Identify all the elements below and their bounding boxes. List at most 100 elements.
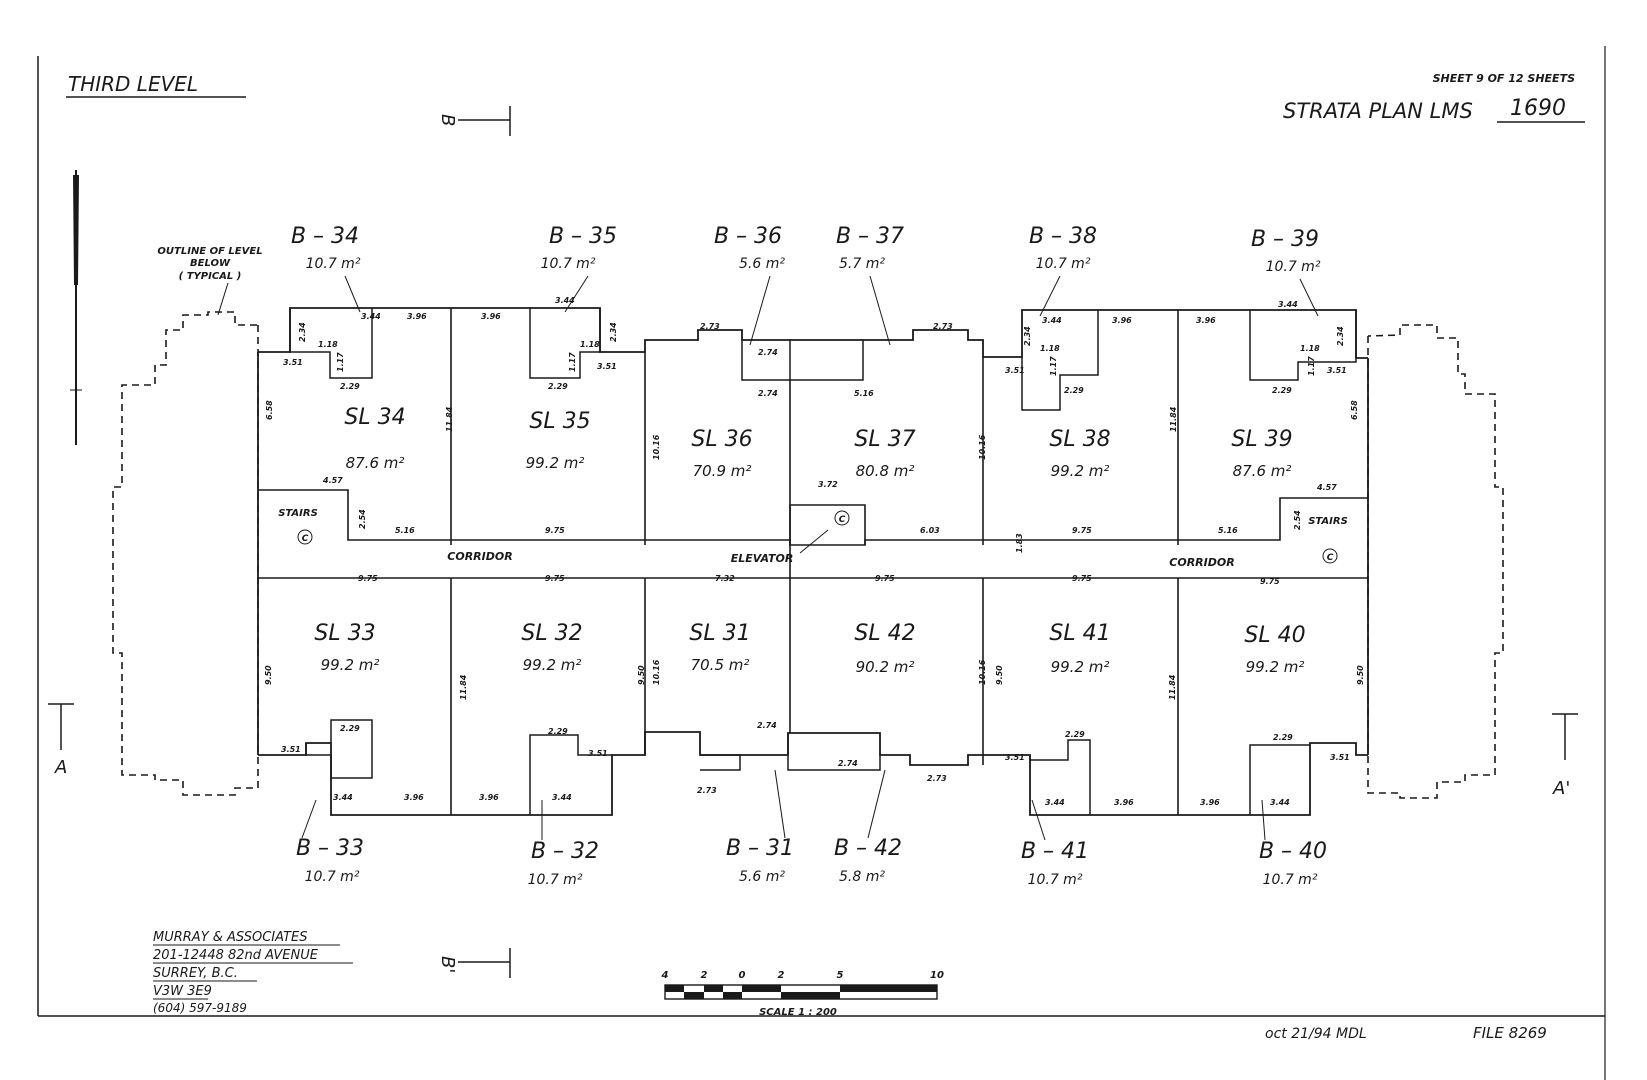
stairs-label-left: STAIRS xyxy=(278,508,318,519)
svg-text:SL 41: SL 41 xyxy=(1049,621,1110,646)
svg-text:80.8 m²: 80.8 m² xyxy=(856,462,915,480)
balcony-b35: B – 35 10.7 m² xyxy=(541,224,617,313)
svg-text:70.9 m²: 70.9 m² xyxy=(693,462,752,480)
svg-text:B – 38: B – 38 xyxy=(1029,224,1097,249)
svg-text:3.51: 3.51 xyxy=(597,362,617,371)
svg-text:1.18: 1.18 xyxy=(1040,344,1060,353)
svg-text:99.2 m²: 99.2 m² xyxy=(526,454,585,472)
corridor-label-left: CORRIDOR xyxy=(447,550,512,563)
balcony-outlines-top xyxy=(289,308,1357,411)
svg-text:B – 32: B – 32 xyxy=(531,839,599,864)
svg-text:3.96: 3.96 xyxy=(1114,798,1134,807)
svg-text:3.44: 3.44 xyxy=(552,793,572,802)
svg-text:5.7 m²: 5.7 m² xyxy=(839,256,885,272)
balcony-b38: B – 38 10.7 m² xyxy=(1029,224,1097,317)
svg-text:2.73: 2.73 xyxy=(700,322,720,331)
svg-text:B – 33: B – 33 xyxy=(296,836,364,861)
svg-text:3.44: 3.44 xyxy=(1042,316,1062,325)
outline-level-below-right xyxy=(1367,324,1504,799)
svg-text:3.51: 3.51 xyxy=(588,749,608,758)
svg-text:10.7 m²: 10.7 m² xyxy=(305,869,360,885)
svg-text:99.2 m²: 99.2 m² xyxy=(321,656,380,674)
svg-text:3.96: 3.96 xyxy=(1196,316,1216,325)
svg-text:2.29: 2.29 xyxy=(548,727,568,736)
svg-text:3.44: 3.44 xyxy=(333,793,353,802)
lot-sl35: SL 35 99.2 m² xyxy=(526,409,591,472)
svg-text:3.44: 3.44 xyxy=(1270,798,1290,807)
svg-text:2.74: 2.74 xyxy=(758,389,778,398)
svg-text:SL 42: SL 42 xyxy=(854,621,915,646)
svg-text:3.44: 3.44 xyxy=(1278,300,1298,309)
lot-sl41: SL 41 99.2 m² xyxy=(1049,621,1110,676)
outline-note-3: ( TYPICAL ) xyxy=(179,271,242,282)
section-mark-b-bottom: B' xyxy=(437,948,511,978)
svg-text:1.17: 1.17 xyxy=(568,352,577,372)
svg-text:2.29: 2.29 xyxy=(1064,386,1084,395)
svg-text:2: 2 xyxy=(778,970,785,981)
svg-text:9.75: 9.75 xyxy=(545,526,565,535)
svg-text:6.03: 6.03 xyxy=(920,526,940,535)
svg-text:2.54: 2.54 xyxy=(358,509,367,529)
plan-number: 1690 xyxy=(1510,96,1566,121)
svg-text:7.32: 7.32 xyxy=(715,574,735,583)
svg-text:A: A xyxy=(54,757,67,778)
svg-text:2.29: 2.29 xyxy=(1065,730,1085,739)
svg-text:C: C xyxy=(302,534,309,544)
svg-text:1.17: 1.17 xyxy=(1307,356,1316,376)
common-property-icon: C xyxy=(834,510,850,526)
svg-text:2.54: 2.54 xyxy=(1293,510,1302,530)
svg-text:2.74: 2.74 xyxy=(838,759,858,768)
svg-text:9.75: 9.75 xyxy=(875,574,895,583)
svg-text:B': B' xyxy=(437,956,458,973)
svg-text:SL 38: SL 38 xyxy=(1049,427,1110,452)
svg-text:2.34: 2.34 xyxy=(609,322,618,342)
signature: oct 21/94 MDL xyxy=(1265,1026,1367,1042)
svg-text:4.57: 4.57 xyxy=(322,476,343,485)
svg-text:2.29: 2.29 xyxy=(548,382,568,391)
svg-text:C: C xyxy=(1327,553,1334,563)
outline-level-below-left xyxy=(112,311,259,796)
lot-sl39: SL 39 87.6 m² xyxy=(1231,427,1292,480)
balcony-b33: B – 33 10.7 m² xyxy=(296,799,364,885)
svg-text:3.96: 3.96 xyxy=(1200,798,1220,807)
svg-text:B – 35: B – 35 xyxy=(549,224,617,249)
balcony-b41: B – 41 10.7 m² xyxy=(1021,799,1089,888)
svg-text:(604) 597-9189: (604) 597-9189 xyxy=(153,1001,247,1015)
lot-sl32: SL 32 99.2 m² xyxy=(521,621,582,674)
svg-text:11.84: 11.84 xyxy=(459,674,468,700)
svg-text:B – 39: B – 39 xyxy=(1251,227,1319,252)
svg-text:10.7 m²: 10.7 m² xyxy=(1036,256,1091,272)
svg-text:3.44: 3.44 xyxy=(361,312,381,321)
plan-prefix: STRATA PLAN LMS xyxy=(1283,99,1473,123)
svg-text:99.2 m²: 99.2 m² xyxy=(523,656,582,674)
north-arrow-icon xyxy=(70,170,82,445)
svg-text:2.74: 2.74 xyxy=(758,348,778,357)
svg-text:99.2 m²: 99.2 m² xyxy=(1051,462,1110,480)
svg-text:10.7 m²: 10.7 m² xyxy=(1263,872,1318,888)
svg-text:3.44: 3.44 xyxy=(1045,798,1065,807)
svg-text:99.2 m²: 99.2 m² xyxy=(1051,658,1110,676)
surveyor-block: MURRAY & ASSOCIATES 201-12448 82nd AVENU… xyxy=(153,930,353,1015)
svg-text:3.44: 3.44 xyxy=(555,296,575,305)
svg-text:10.16: 10.16 xyxy=(978,434,987,460)
level-title: THIRD LEVEL xyxy=(68,72,198,96)
corridor-label-right: CORRIDOR xyxy=(1169,556,1234,569)
svg-text:10.7 m²: 10.7 m² xyxy=(1028,872,1083,888)
svg-text:9.50: 9.50 xyxy=(264,665,273,685)
svg-text:5.16: 5.16 xyxy=(1218,526,1238,535)
svg-text:1.17: 1.17 xyxy=(1049,356,1058,376)
svg-text:1.18: 1.18 xyxy=(318,340,338,349)
svg-text:10.7 m²: 10.7 m² xyxy=(528,872,583,888)
svg-text:1.83: 1.83 xyxy=(1015,533,1024,553)
svg-text:9.75: 9.75 xyxy=(1260,577,1280,586)
svg-text:10.7 m²: 10.7 m² xyxy=(306,256,361,272)
svg-text:5.16: 5.16 xyxy=(854,389,874,398)
svg-text:SL 36: SL 36 xyxy=(691,427,752,452)
svg-text:B: B xyxy=(437,114,458,126)
stairs-label-right: STAIRS xyxy=(1308,516,1348,527)
svg-text:0: 0 xyxy=(739,970,746,981)
common-property-icon: C xyxy=(1322,548,1338,564)
svg-text:SL 39: SL 39 xyxy=(1231,427,1292,452)
section-mark-a-left: A xyxy=(48,703,74,778)
